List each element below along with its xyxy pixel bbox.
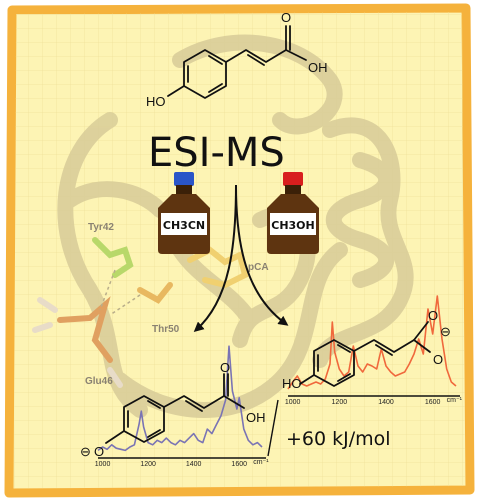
spectrum-right-tick-1000: 1000 bbox=[285, 399, 301, 406]
top-hydroxyl: HO bbox=[146, 94, 166, 109]
residue-pca: pCA bbox=[248, 262, 269, 273]
spectrum-right-tick-1600: 1600 bbox=[425, 399, 441, 406]
top-carbonyl-o: O bbox=[281, 10, 291, 25]
spectrum-left-tick-1000: 1000 bbox=[95, 461, 111, 468]
left-acid-oh: OH bbox=[246, 410, 266, 425]
molecule-right: O O ⊖ HO bbox=[282, 308, 451, 391]
energy-connector bbox=[267, 399, 279, 457]
top-acid-oh: OH bbox=[308, 60, 328, 75]
bottle-ch3oh: CH3OH bbox=[267, 172, 319, 254]
label-ch3cn: CH3CN bbox=[163, 219, 205, 232]
molecule-left: O OH O ⊖ bbox=[80, 360, 266, 459]
left-carbonyl-o: O bbox=[220, 360, 230, 375]
right-hydroxyl: HO bbox=[282, 376, 302, 391]
molecule-top: O OH HO bbox=[146, 10, 328, 109]
label-ch3oh: CH3OH bbox=[271, 219, 315, 232]
spectrum-right-tick-1400: 1400 bbox=[378, 399, 394, 406]
bottle-ch3cn: CH3CN bbox=[158, 172, 210, 254]
arrow-to-right-spectrum bbox=[235, 184, 289, 326]
bottle-ch3oh-cap bbox=[283, 172, 303, 186]
spectrum-left-tick-1400: 1400 bbox=[186, 461, 202, 468]
spectrum-right-trace bbox=[287, 295, 457, 390]
energy-difference: +60 kJ/mol bbox=[286, 428, 391, 450]
residue-glu46: Glu46 bbox=[85, 376, 113, 387]
spectrum-left-unit: cm⁻¹ bbox=[253, 459, 269, 466]
esi-ms-label: ESI-MS bbox=[148, 130, 285, 176]
right-carboxylate-o2: O bbox=[433, 352, 443, 367]
right-carboxylate-o1: O bbox=[428, 308, 438, 323]
residue-tyr42: Tyr42 bbox=[88, 222, 114, 233]
left-charge: ⊖ bbox=[80, 444, 91, 459]
spectrum-right-unit: cm⁻¹ bbox=[447, 397, 463, 404]
right-charge: ⊖ bbox=[440, 324, 451, 339]
left-phenoxide-o: O bbox=[94, 444, 104, 459]
spectrum-right-tick-1200: 1200 bbox=[332, 399, 348, 406]
spectrum-right: 1000 1200 1400 1600 cm⁻¹ bbox=[285, 295, 463, 406]
spectrum-left-tick-1200: 1200 bbox=[140, 461, 156, 468]
bottle-ch3cn-cap bbox=[174, 172, 194, 186]
spectrum-left-tick-1600: 1600 bbox=[231, 461, 247, 468]
residue-thr50: Thr50 bbox=[152, 324, 180, 335]
